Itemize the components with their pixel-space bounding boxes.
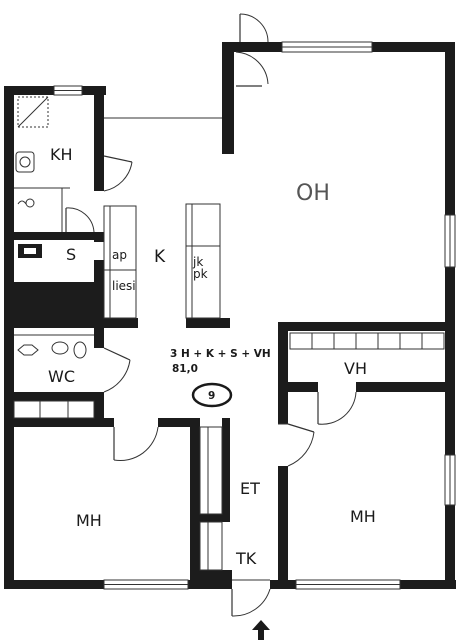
wall-bottom-right xyxy=(400,580,456,589)
wall-k-left-stub xyxy=(94,150,104,156)
label-mh-left: MH xyxy=(76,511,102,530)
wall-vh-bottom-a xyxy=(278,382,318,392)
wall-left-outer xyxy=(4,86,14,586)
wc-sink xyxy=(51,341,69,355)
wall-right-outer xyxy=(445,42,455,589)
et-closet xyxy=(199,426,223,515)
kitchen-counter-left xyxy=(103,205,137,319)
fixtures xyxy=(13,96,445,571)
label-area: 81,0 xyxy=(172,363,198,375)
sink xyxy=(15,151,35,173)
wall-vh-bottom-b xyxy=(356,382,455,392)
wall-mh-left-right xyxy=(190,418,200,589)
wall-top-kh-a xyxy=(4,86,54,95)
door-wc xyxy=(103,347,131,393)
wall-oh-bottom xyxy=(278,322,455,331)
label-liesi: liesi xyxy=(112,279,136,293)
shower-tray xyxy=(17,96,49,128)
wall-top-oh-b xyxy=(372,42,455,52)
label-et: ET xyxy=(240,479,260,498)
wardrobe-mh-left xyxy=(13,400,95,419)
wall-k-bottom xyxy=(94,318,138,328)
door-mh-left xyxy=(113,426,159,462)
label-mh-right: MH xyxy=(350,507,376,526)
label-k: K xyxy=(154,247,166,267)
door-balcony xyxy=(235,13,269,87)
label-apartment-number: 9 xyxy=(208,390,215,402)
wall-wc-right-low xyxy=(94,392,104,424)
vh-shelving xyxy=(289,332,445,350)
windows xyxy=(53,41,456,590)
label-summary: 3 H + K + S + VH xyxy=(170,348,271,360)
wall-vh-left xyxy=(278,322,288,384)
washer-symbol xyxy=(25,198,35,208)
label-tk: TK xyxy=(235,549,257,568)
apartment-number-oval xyxy=(191,382,233,408)
fridge-freezer xyxy=(185,203,221,319)
door-mh-right xyxy=(287,423,315,467)
wall-wc-bottom xyxy=(4,392,104,401)
wall-top-oh-a xyxy=(222,42,282,52)
wall-mh-left-top-b xyxy=(158,418,200,427)
label-vh: VH xyxy=(344,359,367,378)
wc-toilet xyxy=(17,344,39,356)
doors xyxy=(65,13,357,617)
tk-closet xyxy=(199,521,223,571)
room-labels: KH S WC K OH VH ET TK MH MH ap liesi jk … xyxy=(48,145,376,568)
wall-mh-left-top-a xyxy=(4,418,114,427)
entrance-arrow-icon xyxy=(252,620,270,640)
wall-oh-step xyxy=(222,42,234,154)
label-ap: ap xyxy=(112,248,127,262)
wall-kh-s xyxy=(4,232,104,240)
wall-et-closet-right xyxy=(222,418,230,522)
door-vh xyxy=(317,391,357,425)
wall-mh-right-left xyxy=(278,466,288,589)
label-kh: KH xyxy=(50,145,73,164)
label-wc: WC xyxy=(48,367,75,386)
label-oh: OH xyxy=(296,181,330,206)
wall-bottom-left-a xyxy=(4,580,104,589)
wall-s-wc xyxy=(4,318,104,328)
wall-wc-right-top xyxy=(94,328,104,348)
wall-k-bottom-b xyxy=(186,318,230,328)
label-s: S xyxy=(66,245,76,264)
sauna-bench xyxy=(14,282,98,318)
label-pk: pk xyxy=(193,267,208,281)
door-entrance xyxy=(231,579,271,617)
wall-s-right xyxy=(94,260,104,328)
walls xyxy=(4,42,456,589)
wall-mh-right-left-top xyxy=(278,392,288,424)
wall-kh-right xyxy=(94,86,104,191)
wall-et-closet-mid xyxy=(200,514,222,522)
wall-bottom-left-b xyxy=(188,580,232,589)
door-kh xyxy=(103,155,133,192)
wall-tk-left xyxy=(200,570,232,580)
label-jk: jk xyxy=(192,255,203,269)
door-kh-lower xyxy=(65,207,95,233)
